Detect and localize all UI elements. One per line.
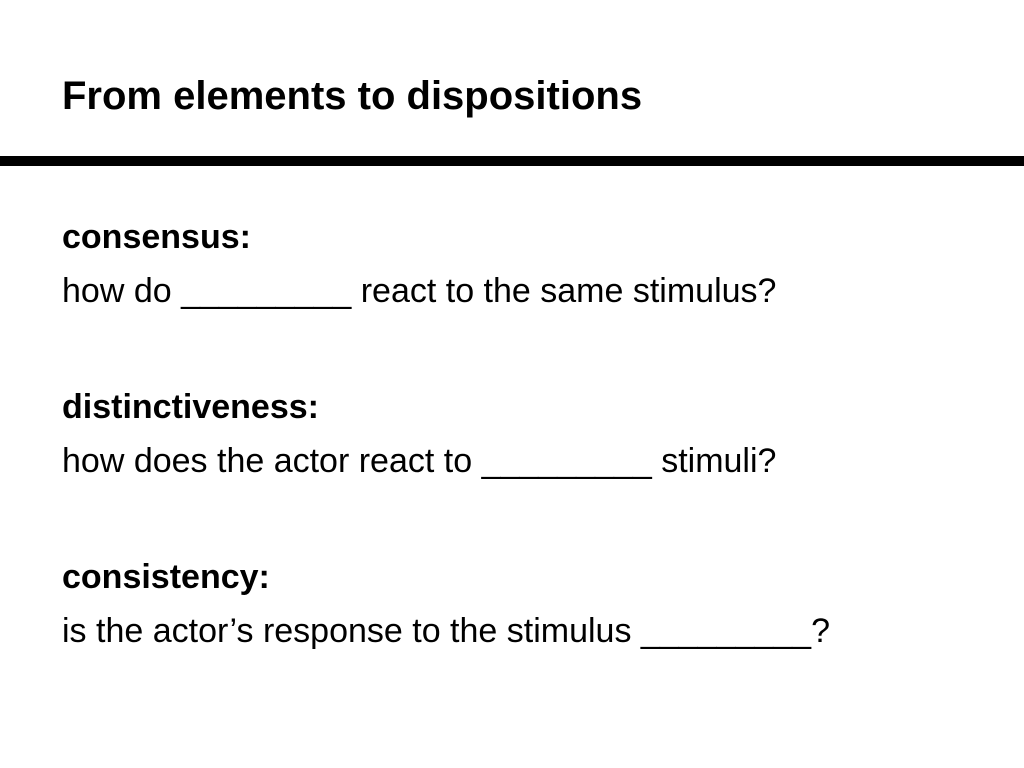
slide-title: From elements to dispositions <box>62 74 643 118</box>
consistency-term: consistency: <box>62 558 270 596</box>
title-divider <box>0 156 1024 166</box>
consensus-block: consensus: how do _________ react to the… <box>62 210 962 318</box>
slide-body: consensus: how do _________ react to the… <box>62 210 962 658</box>
spacer <box>62 318 962 380</box>
distinctiveness-question: how does the actor react to _________ st… <box>62 442 777 480</box>
distinctiveness-block: distinctiveness: how does the actor reac… <box>62 380 962 488</box>
distinctiveness-term: distinctiveness: <box>62 388 319 426</box>
consistency-question: is the actor’s response to the stimulus … <box>62 612 831 650</box>
spacer <box>62 488 962 550</box>
consistency-block: consistency: is the actor’s response to … <box>62 550 962 658</box>
consensus-term: consensus: <box>62 218 251 256</box>
consensus-question: how do _________ react to the same stimu… <box>62 272 777 310</box>
